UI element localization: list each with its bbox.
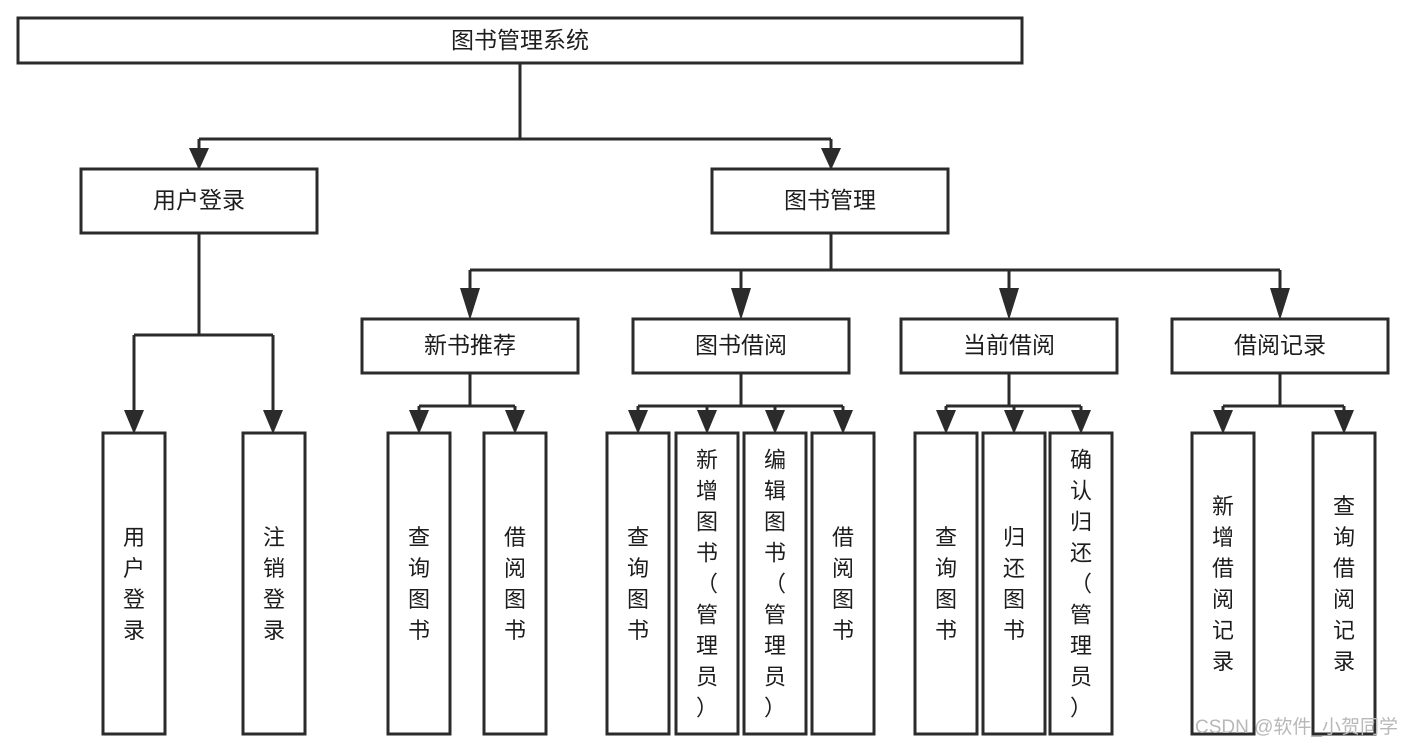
node-leaf-query-book-borrow[interactable]: 查询图书 xyxy=(605,431,671,736)
node-leaf-user-login[interactable]: 用户登录 xyxy=(101,431,167,736)
node-leaf-add-book-admin-box[interactable] xyxy=(674,431,740,736)
node-leaf-return-book-box[interactable] xyxy=(981,431,1047,736)
arrowhead-book-manage xyxy=(821,148,841,170)
node-leaf-confirm-return-admin-label: 确认归还（管理员） xyxy=(1070,448,1092,721)
node-leaf-query-book-current-box[interactable] xyxy=(913,431,979,736)
arrowhead-leaf-query-book-borrow xyxy=(628,410,648,434)
node-leaf-borrow-book-box[interactable] xyxy=(810,431,876,736)
node-borrow-record-label: 借阅记录 xyxy=(1234,332,1326,358)
node-book-manage[interactable]: 图书管理 xyxy=(710,167,950,235)
node-leaf-borrow-book[interactable]: 借阅图书 xyxy=(810,431,876,736)
node-book-borrow-label: 图书借阅 xyxy=(695,332,787,358)
arrowhead-leaf-borrow-book xyxy=(833,410,853,434)
node-leaf-query-book-rec[interactable]: 查询图书 xyxy=(386,431,452,736)
node-leaf-confirm-return-admin[interactable]: 确认归还（管理员） xyxy=(1048,431,1114,736)
arrowhead-leaf-user-login xyxy=(124,410,144,434)
arrowhead-leaf-add-borrow-record xyxy=(1213,410,1233,434)
arrowhead-new-book-recommend xyxy=(460,288,480,320)
node-leaf-query-borrow-record-box[interactable] xyxy=(1311,431,1377,736)
node-leaf-query-borrow-record-label: 查询借阅记录 xyxy=(1333,494,1355,674)
node-leaf-query-book-borrow-label: 查询图书 xyxy=(627,525,649,643)
node-root-label: 图书管理系统 xyxy=(451,27,589,53)
arrowhead-user-login xyxy=(189,148,209,170)
arrowhead-current-borrow xyxy=(999,288,1019,320)
node-leaf-add-borrow-record-box[interactable] xyxy=(1190,431,1256,736)
node-borrow-record-box[interactable] xyxy=(1170,317,1390,375)
node-leaf-add-borrow-record[interactable]: 新增借阅记录 xyxy=(1190,431,1256,736)
arrowhead-leaf-borrow-book-rec xyxy=(505,410,525,434)
node-leaf-query-borrow-record[interactable]: 查询借阅记录 xyxy=(1311,431,1377,736)
node-leaf-query-book-rec-box[interactable] xyxy=(386,431,452,736)
node-leaf-edit-book-admin-label: 编辑图书（管理员） xyxy=(764,448,786,721)
node-leaf-confirm-return-admin-box[interactable] xyxy=(1048,431,1114,736)
arrowhead-leaf-query-borrow-record xyxy=(1334,410,1354,434)
node-new-book-recommend-label: 新书推荐 xyxy=(424,332,516,358)
node-leaf-borrow-book-rec[interactable]: 借阅图书 xyxy=(482,431,548,736)
node-leaf-add-borrow-record-label: 新增借阅记录 xyxy=(1212,494,1234,674)
arrowhead-leaf-query-book-rec xyxy=(409,410,429,434)
node-leaf-edit-book-admin[interactable]: 编辑图书（管理员） xyxy=(742,431,808,736)
node-user-login-box[interactable] xyxy=(79,167,319,235)
node-new-book-recommend-box[interactable] xyxy=(360,317,580,375)
node-book-manage-label: 图书管理 xyxy=(784,187,876,213)
node-leaf-logout-box[interactable] xyxy=(241,431,307,736)
node-book-borrow[interactable]: 图书借阅 xyxy=(631,317,851,375)
arrowhead-leaf-confirm-return-admin xyxy=(1071,410,1091,434)
node-leaf-return-book[interactable]: 归还图书 xyxy=(981,431,1047,736)
node-user-login[interactable]: 用户登录 xyxy=(79,167,319,235)
node-current-borrow[interactable]: 当前借阅 xyxy=(899,317,1119,375)
node-current-borrow-box[interactable] xyxy=(899,317,1119,375)
node-leaf-query-book-borrow-box[interactable] xyxy=(605,431,671,736)
node-leaf-borrow-book-label: 借阅图书 xyxy=(832,525,854,643)
node-root-box[interactable] xyxy=(16,16,1024,65)
node-leaf-add-book-admin[interactable]: 新增图书（管理员） xyxy=(674,431,740,736)
node-user-login-label: 用户登录 xyxy=(153,187,245,213)
node-leaf-logout-label: 注销登录 xyxy=(263,525,285,643)
node-leaf-query-book-current-label: 查询图书 xyxy=(935,525,957,643)
arrowhead-borrow-record xyxy=(1270,288,1290,320)
arrowhead-leaf-logout xyxy=(263,410,283,434)
node-book-borrow-box[interactable] xyxy=(631,317,851,375)
connector-layer xyxy=(124,63,1354,434)
node-borrow-record[interactable]: 借阅记录 xyxy=(1170,317,1390,375)
node-new-book-recommend[interactable]: 新书推荐 xyxy=(360,317,580,375)
node-root[interactable]: 图书管理系统 xyxy=(16,16,1024,65)
node-leaf-add-book-admin-label: 新增图书（管理员） xyxy=(696,448,718,721)
arrowhead-leaf-return-book xyxy=(1004,410,1024,434)
leaf-node-group: 用户登录 注销登录 查询图书 借阅图书 查询图书 xyxy=(101,431,1377,736)
node-leaf-user-login-box[interactable] xyxy=(101,431,167,736)
node-current-borrow-label: 当前借阅 xyxy=(963,332,1055,358)
arrowhead-leaf-query-book-current xyxy=(936,410,956,434)
node-leaf-logout[interactable]: 注销登录 xyxy=(241,431,307,736)
csdn-watermark: CSDN @软件_小贺同学 xyxy=(1195,716,1398,738)
node-leaf-return-book-label: 归还图书 xyxy=(1003,525,1025,643)
node-book-manage-box[interactable] xyxy=(710,167,950,235)
arrowhead-leaf-edit-book-admin xyxy=(765,410,785,434)
node-layer: 图书管理系统 用户登录 图书管理 新书推荐 图书借阅 当前 xyxy=(16,16,1390,736)
node-leaf-borrow-book-rec-box[interactable] xyxy=(482,431,548,736)
node-leaf-edit-book-admin-box[interactable] xyxy=(742,431,808,736)
node-leaf-query-book-current[interactable]: 查询图书 xyxy=(913,431,979,736)
arrowhead-book-borrow xyxy=(731,288,751,320)
node-leaf-query-book-rec-label: 查询图书 xyxy=(408,525,430,643)
node-leaf-borrow-book-rec-label: 借阅图书 xyxy=(504,525,526,643)
arrowhead-leaf-add-book-admin xyxy=(697,410,717,434)
node-leaf-user-login-label: 用户登录 xyxy=(123,525,145,643)
